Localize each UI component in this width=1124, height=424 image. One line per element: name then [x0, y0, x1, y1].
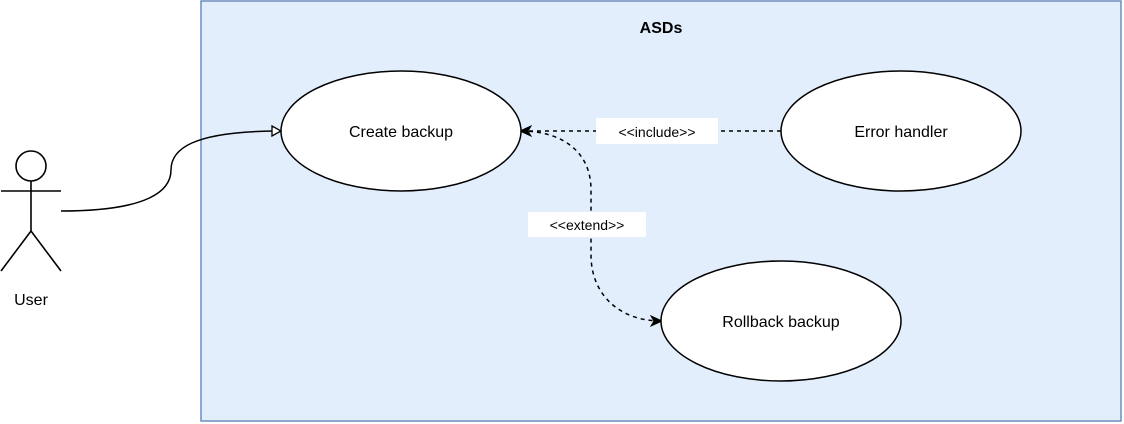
- actor-right-leg: [30, 230, 62, 272]
- system-title: ASDs: [640, 20, 683, 37]
- rollback-backup-ellipse: [660, 260, 902, 382]
- system-boundary-rect: [200, 0, 1122, 422]
- extend-label-bg: [528, 212, 646, 237]
- use-case-error-handler[interactable]: Error handler: [780, 70, 1022, 192]
- extend-edge[interactable]: [521, 131, 661, 321]
- include-label: <<include>>: [618, 124, 695, 140]
- error-handler-ellipse: [780, 70, 1022, 192]
- create-backup-ellipse: [280, 70, 522, 192]
- error-handler-label: Error handler: [854, 124, 948, 141]
- actor-left-leg: [0, 230, 32, 272]
- use-case-create-backup[interactable]: Create backup: [280, 70, 522, 192]
- actor-user[interactable]: [0, 150, 62, 272]
- association-user-create-backup[interactable]: [60, 131, 281, 212]
- system-boundary[interactable]: ASDs: [200, 0, 1122, 422]
- create-backup-label: Create backup: [349, 124, 453, 141]
- rollback-backup-label: Rollback backup: [722, 314, 840, 331]
- actor-head: [15, 150, 47, 182]
- use-case-rollback-backup[interactable]: Rollback backup: [660, 260, 902, 382]
- actor-label: User: [14, 292, 48, 309]
- extend-label: <<extend>>: [550, 217, 625, 233]
